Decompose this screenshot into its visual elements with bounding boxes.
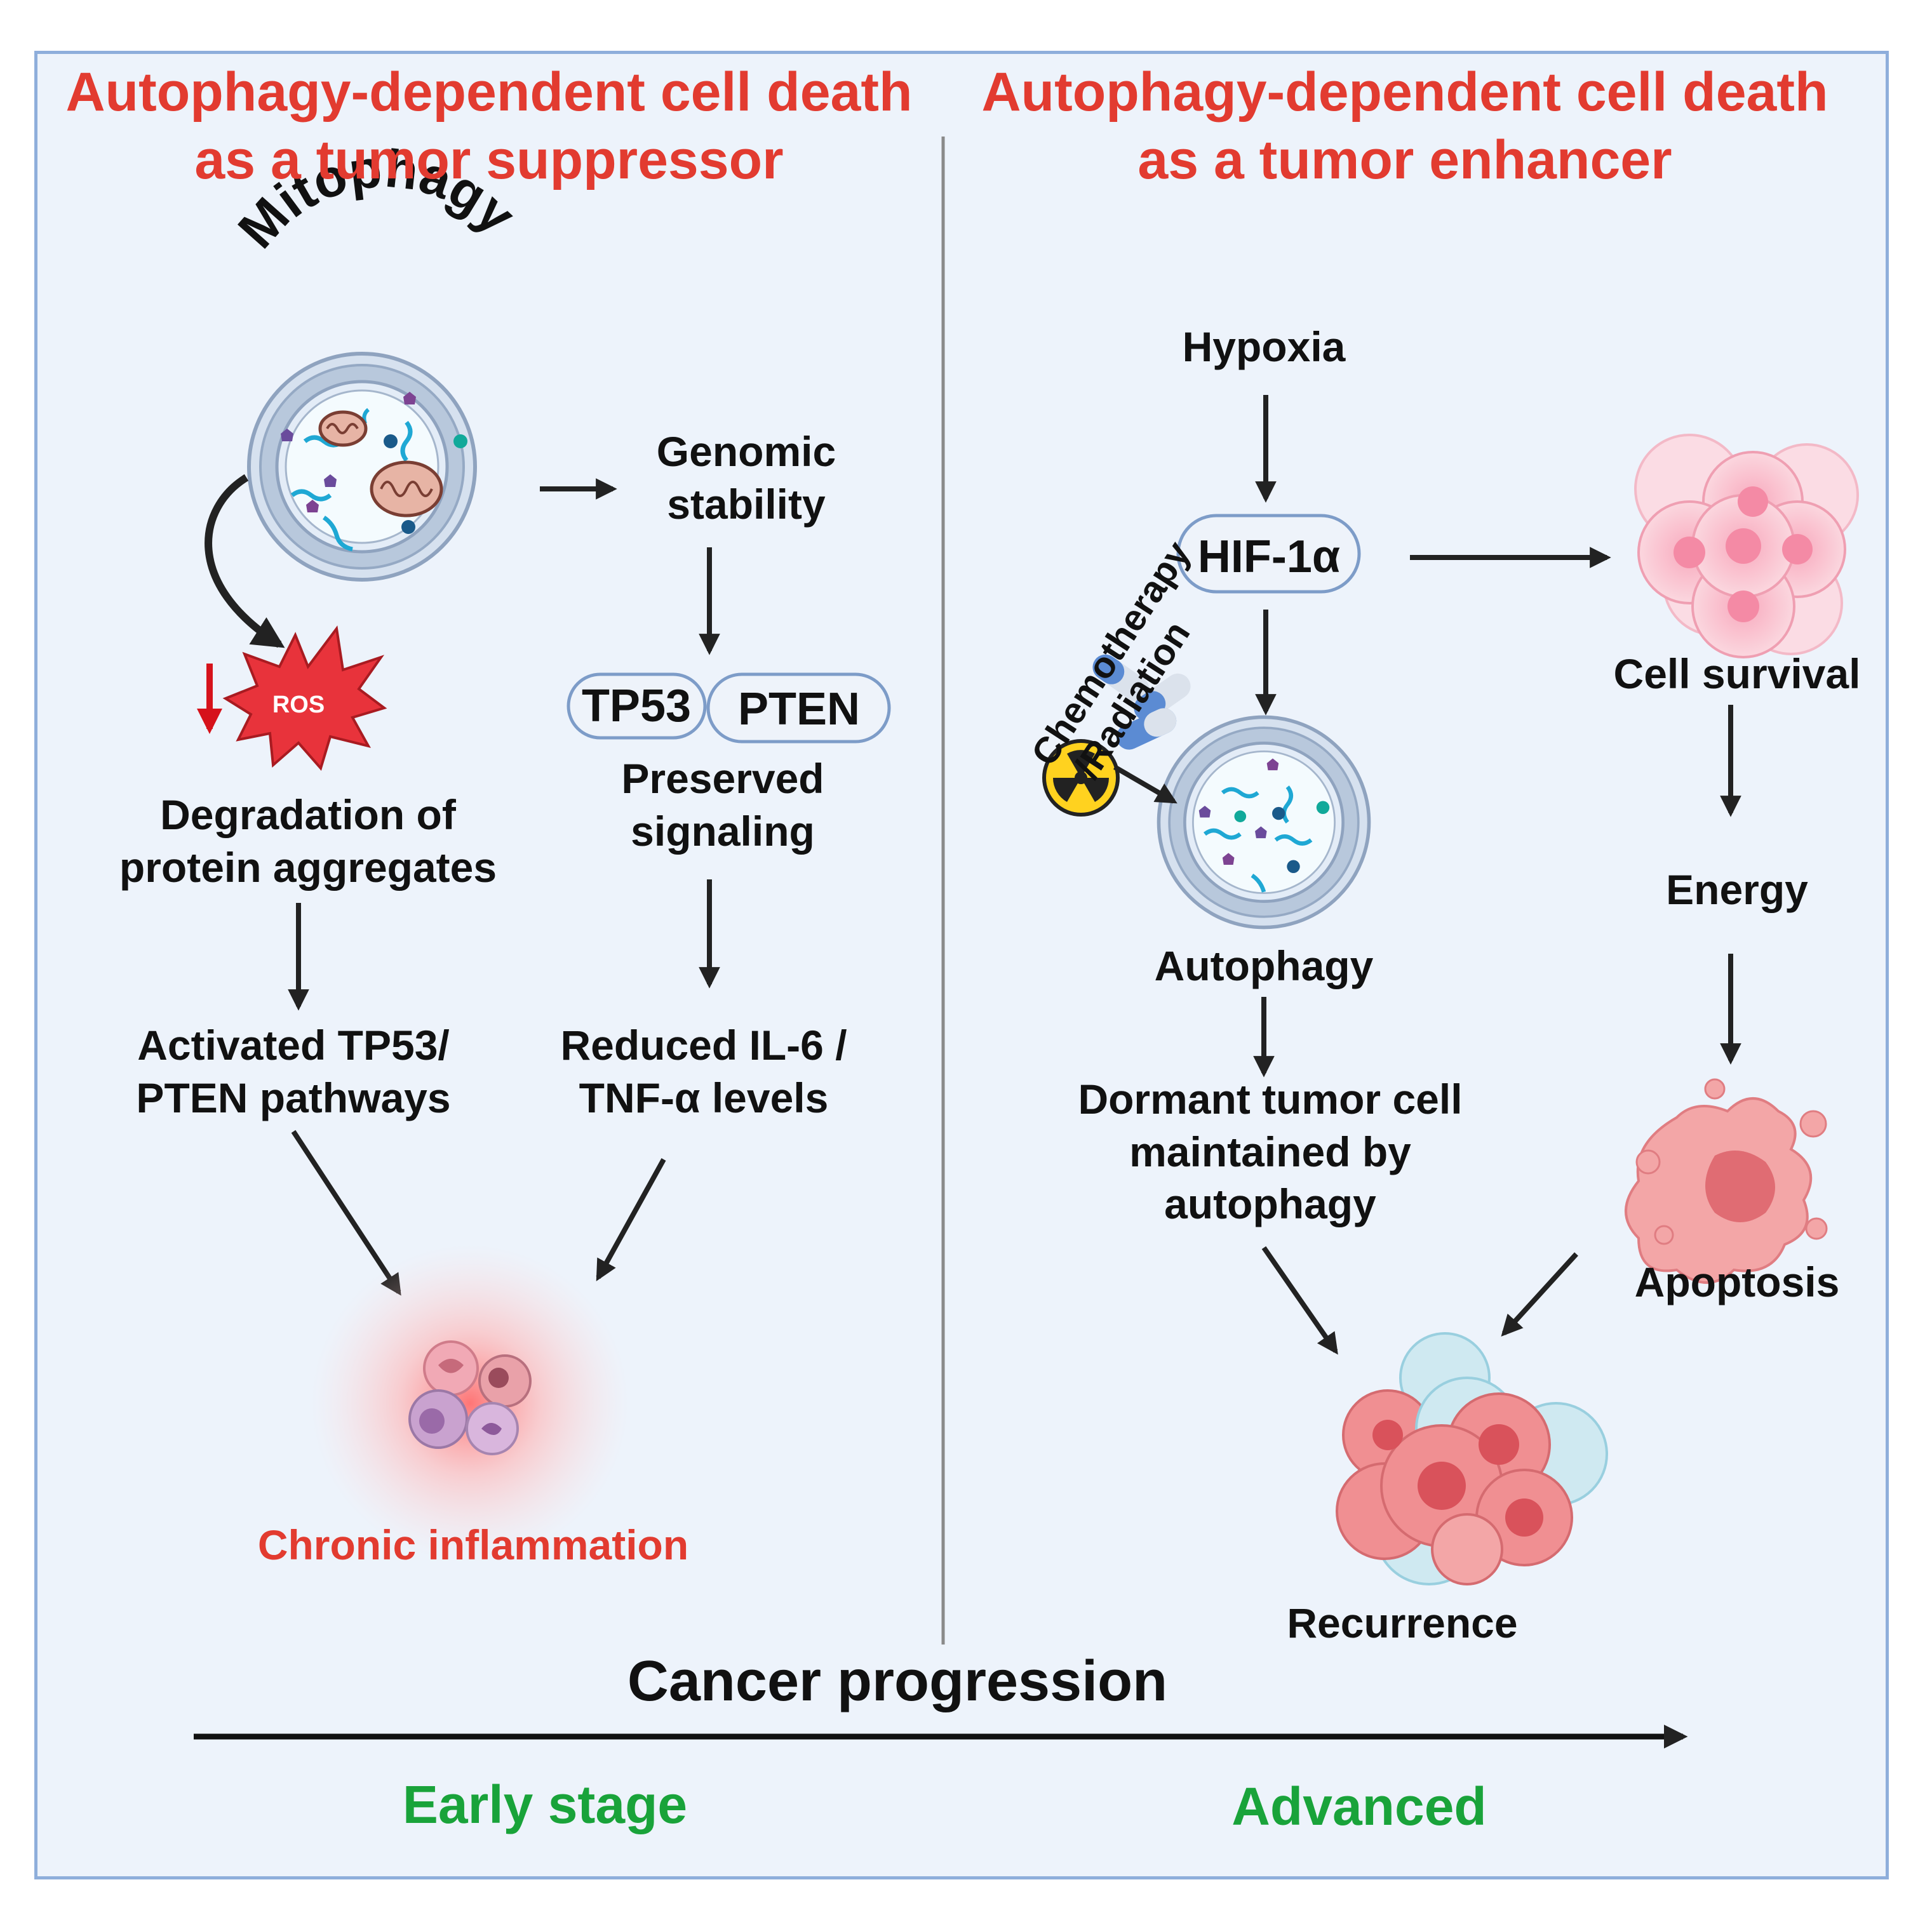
arrow-mitophagy-to-ros — [205, 474, 285, 648]
radiation-icon — [1042, 739, 1120, 817]
cancer-progression-label: Cancer progression — [627, 1650, 1168, 1713]
tp53-label: TP53 — [581, 681, 692, 731]
activated-pathways-label: Activated TP53/PTEN pathways — [136, 1022, 451, 1121]
advanced-label: Advanced — [1231, 1777, 1487, 1836]
arrow-chemo-to-autophagy — [1113, 764, 1177, 804]
arrow-apoptosis-to-recurrence — [1501, 1252, 1578, 1337]
apoptotic-cell-icon — [1625, 1078, 1828, 1284]
reduced-cytokines-label: Reduced IL-6 /TNF-α levels — [560, 1022, 847, 1121]
recurrence-label: Recurrence — [1287, 1599, 1518, 1646]
hif-label: HIF-1α — [1197, 531, 1341, 582]
arrow-activated-to-inflammation — [291, 1130, 401, 1296]
cell-cluster-icon — [1634, 434, 1859, 658]
arrow-dormant-to-recurrence — [1261, 1246, 1338, 1355]
mitophagy-vesicle-icon — [249, 354, 475, 580]
svg-text:ROS: ROS — [272, 691, 325, 718]
recurrence-tumor-icon — [1336, 1332, 1608, 1585]
pten-label: PTEN — [737, 684, 861, 735]
hif-pill — [1176, 514, 1361, 594]
cell-survival-label: Cell survival — [1613, 650, 1861, 697]
autophagy-label: Autophagy — [1154, 942, 1374, 989]
early-stage-label: Early stage — [402, 1775, 688, 1834]
ros-burst-icon: ROS — [222, 625, 387, 771]
autophagy-vesicle-icon — [1158, 717, 1369, 927]
pten-pill — [706, 672, 891, 744]
tp53-pill — [567, 672, 707, 740]
arrow-reduced-to-inflammation — [596, 1158, 666, 1281]
apoptosis-label: Apoptosis — [1634, 1258, 1840, 1305]
capsule-icon — [1092, 654, 1191, 750]
chronic-inflammation-label: Chronic inflammation — [257, 1521, 689, 1568]
hypoxia-label: Hypoxia — [1182, 323, 1346, 370]
inflammation-cells-icon — [311, 1244, 629, 1562]
energy-label: Energy — [1666, 866, 1808, 913]
